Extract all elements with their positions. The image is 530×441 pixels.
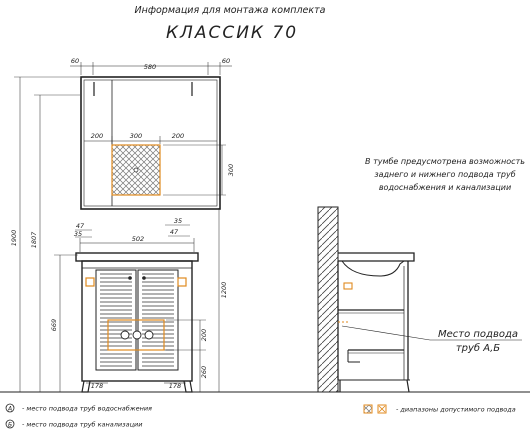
allowed-zone-mirror [111, 144, 161, 196]
dim-height-cabinet: 669 [50, 319, 58, 331]
dim-height-mirror: 1807 [30, 231, 38, 248]
legend-a-text: - место подвода труб водоснабжения [22, 405, 152, 413]
zone-width-dims: 200 300 200 [84, 132, 217, 144]
pipe-ab-label: труб А,Б [456, 342, 500, 354]
dim-left-offset-b: 35 [74, 230, 82, 238]
dim-bottom-right: 178 [169, 382, 181, 390]
dim-left-offset-a: 47 [76, 222, 85, 230]
dim-right-offset-b: 47 [170, 228, 179, 236]
left-vertical-dims: 1900 1807 669 [10, 76, 80, 392]
header-subtitle: Информация для монтажа комплекта [135, 5, 326, 16]
dim-height-total: 1900 [10, 230, 18, 247]
pipe-markers-cabinet [85, 277, 187, 351]
dim-sink-width: 502 [132, 235, 144, 243]
pipe-place-label: Место подвода [438, 329, 518, 340]
legend-zone-text: - диапазоны допустимого подвода [396, 406, 516, 414]
header-title: КЛАССИК 70 [166, 23, 298, 43]
legend-zone-hatch-icon [363, 404, 373, 414]
zone-height-dim: 300 [163, 144, 235, 196]
cabinet-right-dims: 1200 200 260 [166, 208, 228, 392]
legend: А - место подвода труб водоснабжения Б -… [5, 403, 516, 429]
cabinet-bottom-dims: 178 178 [86, 382, 186, 390]
dim-pipe-zone-height: 200 [200, 329, 208, 341]
legend-b-text: - место подвода труб канализации [22, 421, 142, 429]
vanity-cabinet [75, 252, 199, 393]
side-view-cabinet [337, 252, 415, 393]
pipe-callout: Место подвода труб А,Б [341, 325, 522, 354]
note-line-3: водоснабжения и канализации [379, 183, 511, 192]
wall-section [317, 206, 339, 393]
dim-pipe-zone-bottom: 260 [200, 366, 208, 378]
legend-b-marker [5, 419, 15, 429]
dim-mirror-left: 60 [71, 57, 79, 65]
door-louvers [100, 273, 174, 367]
legend-b-mark: Б [8, 422, 12, 429]
dim-right-offset-a: 35 [174, 217, 182, 225]
dim-mirror-right: 60 [222, 57, 230, 65]
dim-zone-height: 300 [227, 164, 235, 176]
sink-top-dims: 502 47 35 35 47 [74, 217, 195, 252]
legend-a-marker [5, 403, 15, 413]
legend-a-mark: А [7, 406, 12, 413]
dim-mirror-width: 580 [144, 63, 156, 71]
note-line-2: заднего и нижнего подвода труб [374, 170, 515, 179]
dim-zone-left: 200 [91, 132, 103, 140]
note-line-1: В тумбе предусмотрена возможность [365, 157, 525, 166]
dim-bottom-left: 178 [91, 382, 103, 390]
mirror-top-dims: 60 580 60 [70, 57, 232, 75]
dim-zone-width: 300 [130, 132, 142, 140]
dim-zone-right: 200 [172, 132, 184, 140]
cabinet-note: В тумбе предусмотрена возможность заднег… [365, 157, 525, 192]
dim-height-sink: 1200 [220, 282, 228, 299]
legend-zone-cross-icon [377, 404, 387, 414]
